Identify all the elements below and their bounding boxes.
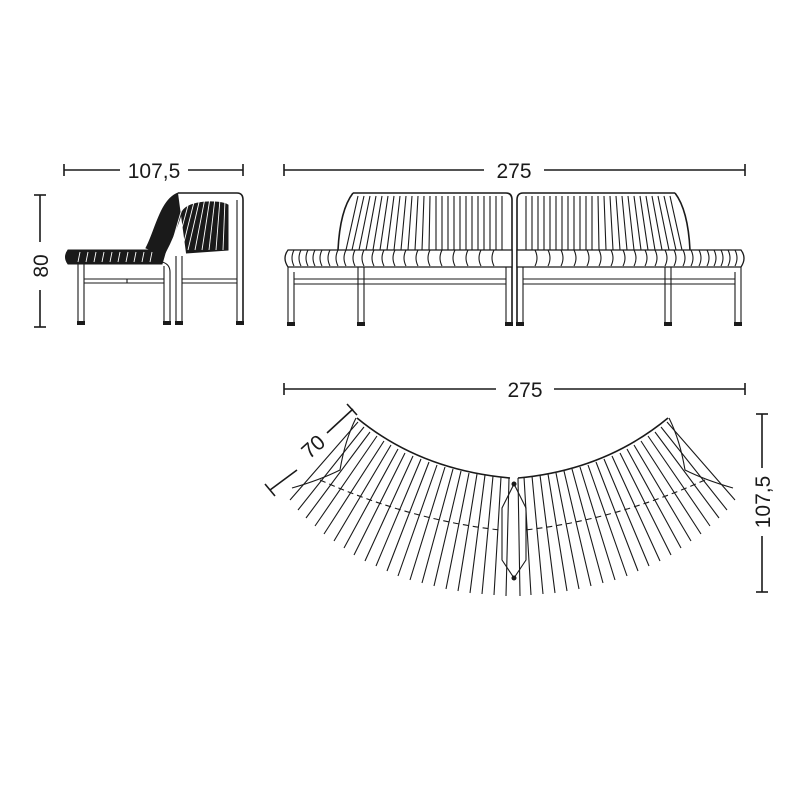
side-chair-drawing bbox=[65, 192, 244, 325]
side-view: 107,5 80 bbox=[30, 160, 244, 328]
side-width-dimension: 107,5 bbox=[63, 160, 244, 183]
top-width-label: 275 bbox=[507, 379, 542, 402]
front-width-label: 275 bbox=[496, 160, 531, 183]
front-width-dimension: 275 bbox=[283, 160, 746, 183]
side-height-dimension: 80 bbox=[30, 194, 53, 328]
top-bench-drawing bbox=[289, 417, 736, 597]
front-view: 275 bbox=[283, 160, 746, 326]
top-view: 275 107,5 70 bbox=[264, 379, 775, 597]
top-depth-dimension: 107,5 bbox=[752, 413, 775, 593]
top-depth-label: 107,5 bbox=[752, 476, 775, 529]
side-width-label: 107,5 bbox=[128, 160, 181, 183]
top-width-dimension: 275 bbox=[283, 379, 746, 402]
seat-depth-label: 70 bbox=[297, 431, 330, 464]
side-height-label: 80 bbox=[30, 254, 53, 277]
front-bench-drawing bbox=[284, 192, 745, 326]
